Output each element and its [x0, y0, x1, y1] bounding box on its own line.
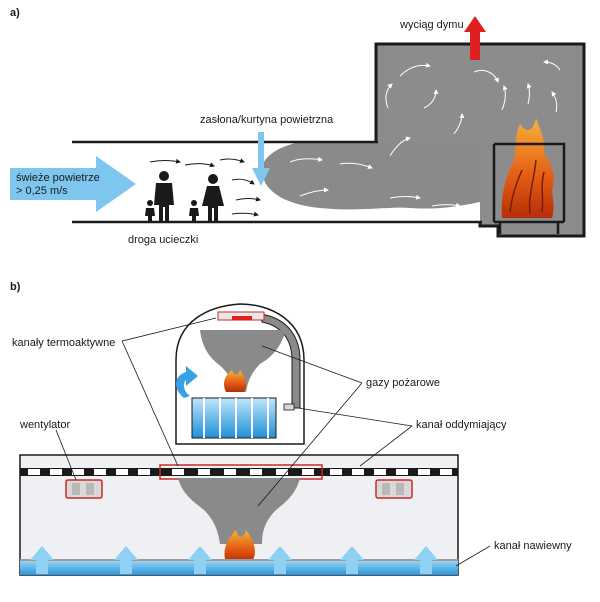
leader-lines: [55, 317, 491, 567]
fresh-air-line2: > 0,25 m/s: [16, 185, 68, 197]
tunnel-smoke-plume: [178, 478, 300, 544]
fan-right-icon: [375, 479, 413, 499]
diagram-b: b): [10, 281, 572, 576]
smoke-channel-openings: [28, 469, 452, 475]
people-icon: [145, 171, 224, 222]
airflow-arrows: [149, 158, 261, 217]
supply-channel: [20, 560, 458, 575]
tunnel-fire-icon: [224, 530, 255, 562]
fan-label: wentylator: [19, 419, 70, 431]
fire-basket: [492, 142, 566, 234]
supply-arrows: [30, 546, 438, 574]
smoke-channel-label: kanał oddymiający: [416, 419, 507, 431]
tunnel-cross-section: [175, 303, 305, 445]
fan-left-icon: [65, 479, 103, 499]
thermoactive-label: kanały termoaktywne: [12, 337, 115, 349]
air-curtain-label: zasłona/kurtyna powietrzna: [200, 114, 334, 126]
smoke-exhaust-label: wyciąg dymu: [399, 19, 464, 31]
smoke-cloud: [262, 142, 480, 210]
diagram-a: a) świeże powietrze > 0,25 m/s: [10, 7, 586, 246]
fresh-air-arrow: świeże powietrze > 0,25 m/s: [10, 156, 136, 212]
supply-channel-label: kanał nawiewny: [494, 540, 572, 552]
smoke-exhaust-arrow: [464, 16, 486, 60]
fire-gases-label: gazy pożarowe: [366, 377, 440, 389]
escape-route-label: droga ucieczki: [128, 234, 198, 246]
diagram-a-label: a): [10, 7, 20, 19]
air-curtain-arrow: [252, 132, 270, 186]
diagram-b-label: b): [10, 281, 21, 293]
smoke-flow-arrows: [289, 59, 561, 208]
fresh-air-line1: świeże powietrze: [16, 172, 100, 184]
smoke-channel-strip: [20, 468, 458, 476]
